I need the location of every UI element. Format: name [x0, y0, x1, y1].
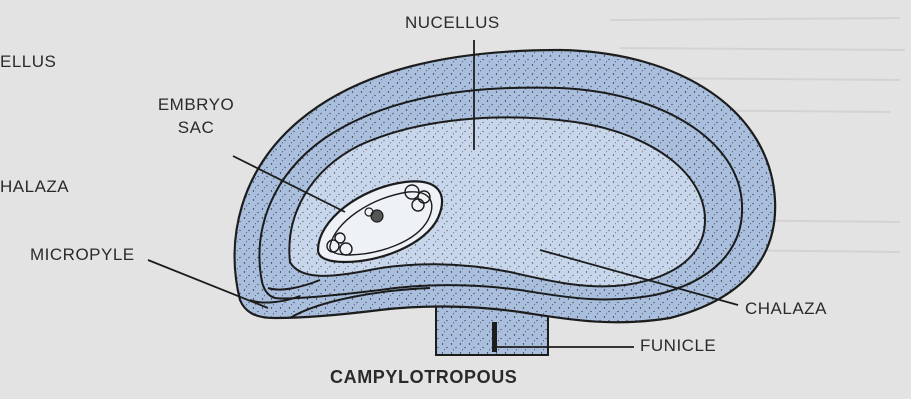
label-micropyle: MICROPYLE [30, 246, 135, 263]
label-embryo-sac-line1: EMBRYO [136, 96, 256, 113]
label-embryo-sac-line2: SAC [136, 119, 256, 136]
label-nucellus: NUCELLUS [405, 14, 500, 31]
label-embryo-sac: EMBRYO SAC [136, 96, 256, 136]
label-funicle: FUNICLE [640, 337, 716, 354]
diagram-caption: CAMPYLOTROPOUS [330, 368, 517, 386]
label-nucellus-partial-left: ELLUS [0, 53, 56, 70]
label-chalaza-partial-left: HALAZA [0, 178, 69, 195]
label-chalaza: CHALAZA [745, 300, 827, 317]
